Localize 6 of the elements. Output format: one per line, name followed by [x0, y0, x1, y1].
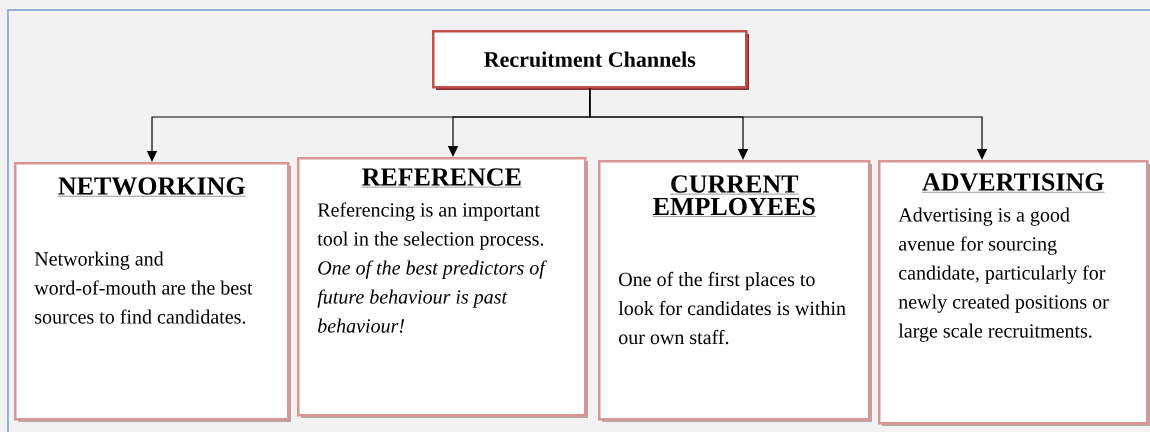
- arrow: [589, 87, 988, 160]
- text-box: CURRENT EMPLOYEES One of the first places to look for candidates is within our own staff.: [598, 160, 872, 422]
- text-box: REFERENCE Referencing is an important tool in the selection process. One of the best predictors of future behaviour is past behaviour!: [297, 157, 588, 418]
- text-box: ADVERTISING Advertising is a good avenue for sourcing candidate, particularly for newly created positions or large scale recruitments.: [878, 160, 1150, 426]
- title-box: Recruitment Channels: [432, 30, 749, 90]
- text-box: NETWORKING Networking and word-of-mouth are the best sources to find candidates.: [14, 162, 291, 422]
